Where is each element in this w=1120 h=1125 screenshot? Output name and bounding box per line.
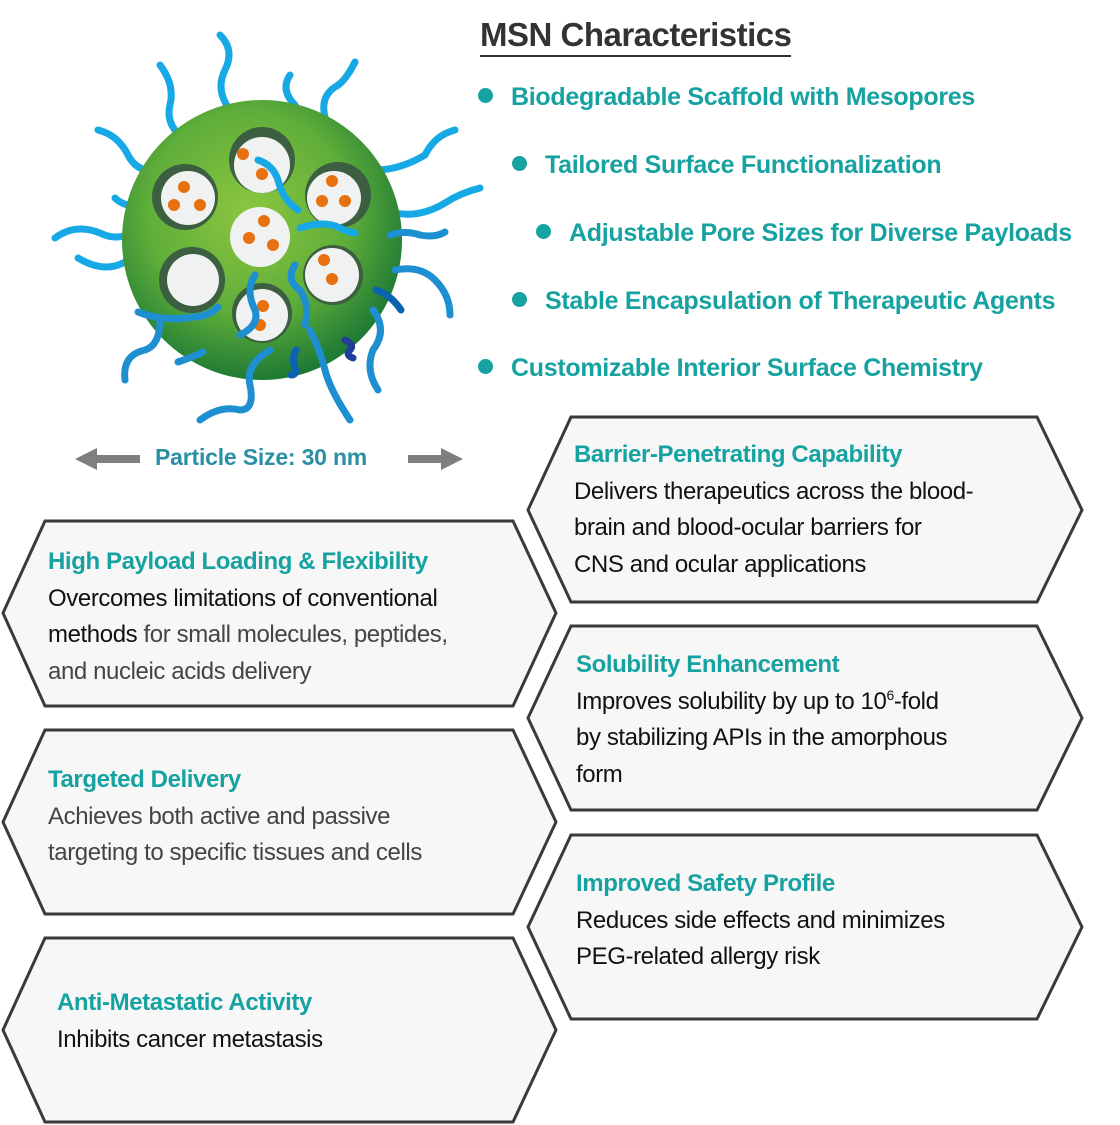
right-arrow-icon bbox=[408, 448, 463, 470]
box-line: Achieves both active and passive bbox=[48, 802, 391, 830]
box-line: -fold bbox=[893, 687, 939, 715]
characteristic-item: Adjustable Pore Sizes for Diverse Payloa… bbox=[536, 219, 1072, 248]
box-title: Solubility Enhancement bbox=[576, 651, 840, 678]
box-title: Targeted Delivery bbox=[48, 766, 241, 793]
bullet-icon bbox=[478, 88, 493, 103]
particle-size-label: Particle Size: 30 nm bbox=[155, 444, 368, 470]
cargo-molecules bbox=[168, 148, 351, 331]
bullet-icon bbox=[512, 292, 527, 307]
box-safety: Improved Safety Profile Reduces side eff… bbox=[576, 866, 945, 976]
characteristic-label: Stable Encapsulation of Therapeutic Agen… bbox=[545, 287, 1056, 315]
characteristic-label: Tailored Surface Functionalization bbox=[545, 151, 942, 179]
characteristic-label: Biodegradable Scaffold with Mesopores bbox=[511, 83, 975, 111]
characteristic-item: Customizable Interior Surface Chemistry bbox=[478, 354, 983, 383]
box-targeted: Targeted Delivery Achieves both active a… bbox=[48, 762, 422, 872]
box-line: Delivers therapeutics across the blood- bbox=[574, 477, 974, 505]
box-title: High Payload Loading & Flexibility bbox=[48, 548, 428, 575]
box-line: form bbox=[576, 760, 623, 788]
box-line: brain and blood-ocular barriers for bbox=[574, 514, 922, 541]
box-title: Barrier-Penetrating Capability bbox=[574, 441, 903, 468]
characteristic-label: Adjustable Pore Sizes for Diverse Payloa… bbox=[569, 219, 1072, 247]
box-line: methods bbox=[48, 621, 138, 648]
box-payload-shape bbox=[1, 519, 558, 708]
box-barrier-shape bbox=[526, 415, 1084, 604]
nanoparticle-illustration bbox=[51, 31, 484, 424]
box-solubility: Solubility Enhancement Improves solubili… bbox=[576, 647, 948, 793]
box-line: CNS and ocular applications bbox=[574, 550, 867, 578]
box-metastatic: Anti-Metastatic Activity Inhibits cancer… bbox=[57, 985, 323, 1058]
bullet-icon bbox=[536, 224, 551, 239]
characteristic-item: Tailored Surface Functionalization bbox=[512, 151, 942, 180]
box-solubility-shape bbox=[526, 624, 1084, 812]
particle-size-arrows bbox=[75, 448, 463, 470]
section-title: MSN Characteristics bbox=[480, 16, 792, 57]
box-line: Reduces side effects and minimizes bbox=[576, 906, 945, 934]
box-line: targeting to specific tissues and cells bbox=[48, 839, 422, 866]
box-payload: High Payload Loading & Flexibility Overc… bbox=[48, 544, 448, 690]
box-targeted-shape bbox=[1, 728, 558, 916]
bullet-icon bbox=[478, 359, 493, 374]
box-line: and nucleic acids delivery bbox=[48, 657, 312, 685]
characteristic-item: Biodegradable Scaffold with Mesopores bbox=[478, 83, 975, 112]
bullet-icon bbox=[512, 156, 527, 171]
box-line: Improves solubility by up to 10 bbox=[576, 687, 887, 715]
characteristic-item: Stable Encapsulation of Therapeutic Agen… bbox=[512, 287, 1055, 316]
box-line: Overcomes limitations of conventional bbox=[48, 584, 438, 612]
box-title: Improved Safety Profile bbox=[576, 870, 835, 897]
box-line: by stabilizing APIs in the amorphous bbox=[576, 724, 948, 751]
box-line: PEG-related allergy risk bbox=[576, 943, 820, 970]
box-line: Inhibits cancer metastasis bbox=[57, 1025, 323, 1053]
box-metastatic-shape bbox=[1, 936, 558, 1124]
box-title: Anti-Metastatic Activity bbox=[57, 989, 312, 1016]
box-barrier: Barrier-Penetrating Capability Delivers … bbox=[574, 437, 974, 583]
left-arrow-icon bbox=[75, 448, 140, 470]
box-line: for small molecules, peptides, bbox=[137, 621, 449, 648]
characteristic-label: Customizable Interior Surface Chemistry bbox=[511, 354, 983, 382]
box-safety-shape bbox=[526, 833, 1084, 1021]
superscript: 6 bbox=[886, 686, 894, 703]
